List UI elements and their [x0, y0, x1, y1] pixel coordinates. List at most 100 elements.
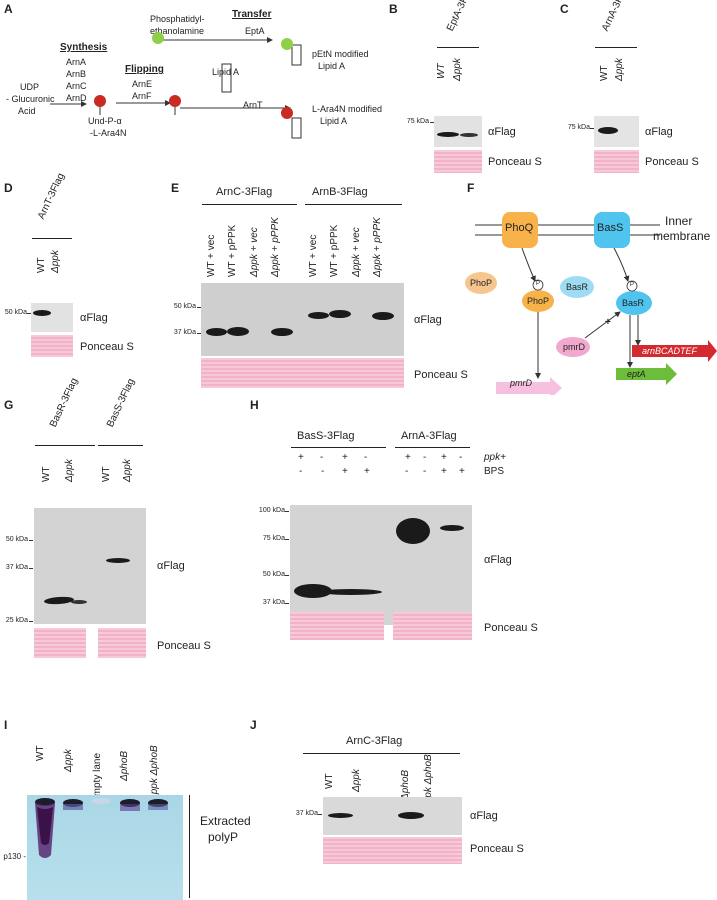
marker-c: 75 kDa — [567, 124, 590, 131]
band-h-2 — [320, 589, 382, 595]
h-r2-7: + — [441, 466, 447, 477]
lane-ppk-b: Δppk — [452, 58, 463, 81]
band-d-wt — [33, 310, 51, 316]
band-h-7 — [440, 525, 464, 531]
lane-e2-1: WT + vec — [308, 234, 319, 277]
construct-label-g1: BasR-3Flag — [48, 376, 81, 429]
band-h-1 — [294, 584, 332, 598]
basR-p-ellipse — [616, 291, 652, 315]
band-j-1 — [328, 813, 353, 818]
enzyme-arnc: ArnC — [66, 81, 87, 91]
panel-letter-j: J — [250, 718, 257, 732]
lane-ppk-d: Δppk — [50, 250, 61, 273]
lane-g-wt-1: WT — [41, 466, 52, 482]
ara-label-2: Lipid A — [320, 116, 348, 126]
loading-c: Ponceau S — [645, 156, 699, 168]
band-e-8 — [372, 312, 394, 320]
lane-e1-3: Δppk + vec — [249, 227, 260, 277]
band-g-3 — [106, 558, 130, 563]
pmrD-label: pmrD — [563, 342, 585, 352]
polyp-label: Extracted — [200, 814, 251, 828]
panel-letter-a: A — [4, 2, 13, 16]
h-r1-3: + — [342, 452, 348, 463]
h-r1-1: + — [298, 452, 304, 463]
phoP-p-label: PhoP — [527, 296, 550, 306]
band-g-2 — [71, 600, 87, 604]
lane-j-2: Δppk — [351, 769, 362, 792]
lipidA-box — [221, 63, 232, 93]
ara-circle — [281, 107, 293, 119]
lane-e1-1: WT + vec — [206, 234, 217, 277]
marker-g-25: 25 kDa — [5, 617, 28, 624]
arn-label: arnBCADTEF — [642, 346, 698, 356]
lane-wt-d: WT — [36, 257, 47, 273]
construct-label-h2: ArnA-3Flag — [401, 430, 457, 442]
phoP-ellipse — [465, 272, 497, 294]
petn-label: pEtN modified — [312, 49, 369, 59]
phoP-label: PhoP — [470, 278, 493, 288]
construct-label-j: ArnC-3Flag — [346, 735, 403, 747]
pathway-diagram — [50, 32, 302, 139]
h-r2-3: + — [342, 466, 348, 477]
flipping-heading: Flipping — [125, 64, 164, 75]
construct-label-h1: BasS-3Flag — [297, 430, 355, 442]
construct-label-c: ArnA-3Flag — [600, 0, 632, 34]
lane-wt-b: WT — [436, 63, 447, 79]
lane-i-4: ΔphoB — [119, 750, 130, 781]
antibody-d: αFlag — [80, 312, 108, 324]
band-e-5 — [308, 312, 329, 319]
construct-label-d: ArnT-3Flag — [36, 171, 67, 221]
band-e-2 — [227, 327, 249, 336]
udp-label-3: Acid — [18, 106, 36, 116]
marker-g-50: 50 kDa — [5, 536, 28, 543]
ponceau-b — [434, 150, 482, 173]
synthesis-heading: Synthesis — [60, 42, 108, 53]
marker-h-37: 37 kDa — [262, 599, 285, 606]
ara-box — [291, 117, 302, 139]
blot-e — [201, 283, 404, 356]
lane-e2-3: Δppk + vec — [351, 227, 362, 277]
lane-e1-4: Δppk + pPPK — [270, 217, 281, 277]
lane-g-wt-2: WT — [101, 466, 112, 482]
loading-h: Ponceau S — [484, 622, 538, 634]
panel-letter-i: I — [4, 718, 8, 732]
transfer-heading: Transfer — [232, 9, 272, 20]
ponceau-g1 — [34, 628, 86, 658]
ponceau-c — [594, 150, 639, 173]
petn-circle — [281, 38, 293, 50]
enzyme-arne: ArnE — [132, 79, 153, 89]
ponceau-h2 — [393, 612, 472, 640]
h-r2-1: - — [299, 466, 303, 477]
lane-j-3: ΔphoB — [400, 769, 411, 800]
eptA-gene-label: eptA — [627, 369, 646, 379]
blot-d — [31, 303, 73, 332]
pe-circle — [152, 32, 164, 44]
arnT-label: ArnT — [243, 100, 263, 110]
panel-letter-e: E — [171, 181, 180, 195]
udp-label: UDP — [20, 82, 40, 92]
marker-i: p130 - — [3, 852, 26, 861]
h-r1-7: + — [441, 452, 447, 463]
lane-ppk-c: Δppk — [614, 58, 625, 81]
loading-g: Ponceau S — [157, 640, 211, 652]
h-r2-6: - — [423, 466, 427, 477]
marker-b: 75 kDa — [406, 118, 429, 125]
marker-h-100: 100 kDa — [258, 507, 285, 514]
flipped-circle — [169, 95, 181, 107]
band-c-wt — [598, 127, 618, 134]
panel-letter-f: F — [467, 181, 475, 195]
lane-j-1: WT — [324, 773, 335, 789]
panel-letter-d: D — [4, 181, 13, 195]
plus-sign: + — [605, 317, 611, 328]
lane-wt-c: WT — [599, 65, 610, 81]
marker-j: 37 kDa — [295, 810, 318, 817]
basR-p-label: BasR — [622, 298, 645, 308]
phoQ-label: PhoQ — [505, 222, 534, 234]
enzyme-arnb: ArnB — [66, 69, 87, 79]
band-b-wt — [437, 132, 459, 137]
antibody-g: αFlag — [157, 560, 185, 572]
loading-e: Ponceau S — [414, 369, 468, 381]
lipidA-label: Lipid A — [212, 67, 240, 77]
band-e-6 — [329, 310, 351, 318]
eptA-label: EptA — [245, 26, 265, 36]
